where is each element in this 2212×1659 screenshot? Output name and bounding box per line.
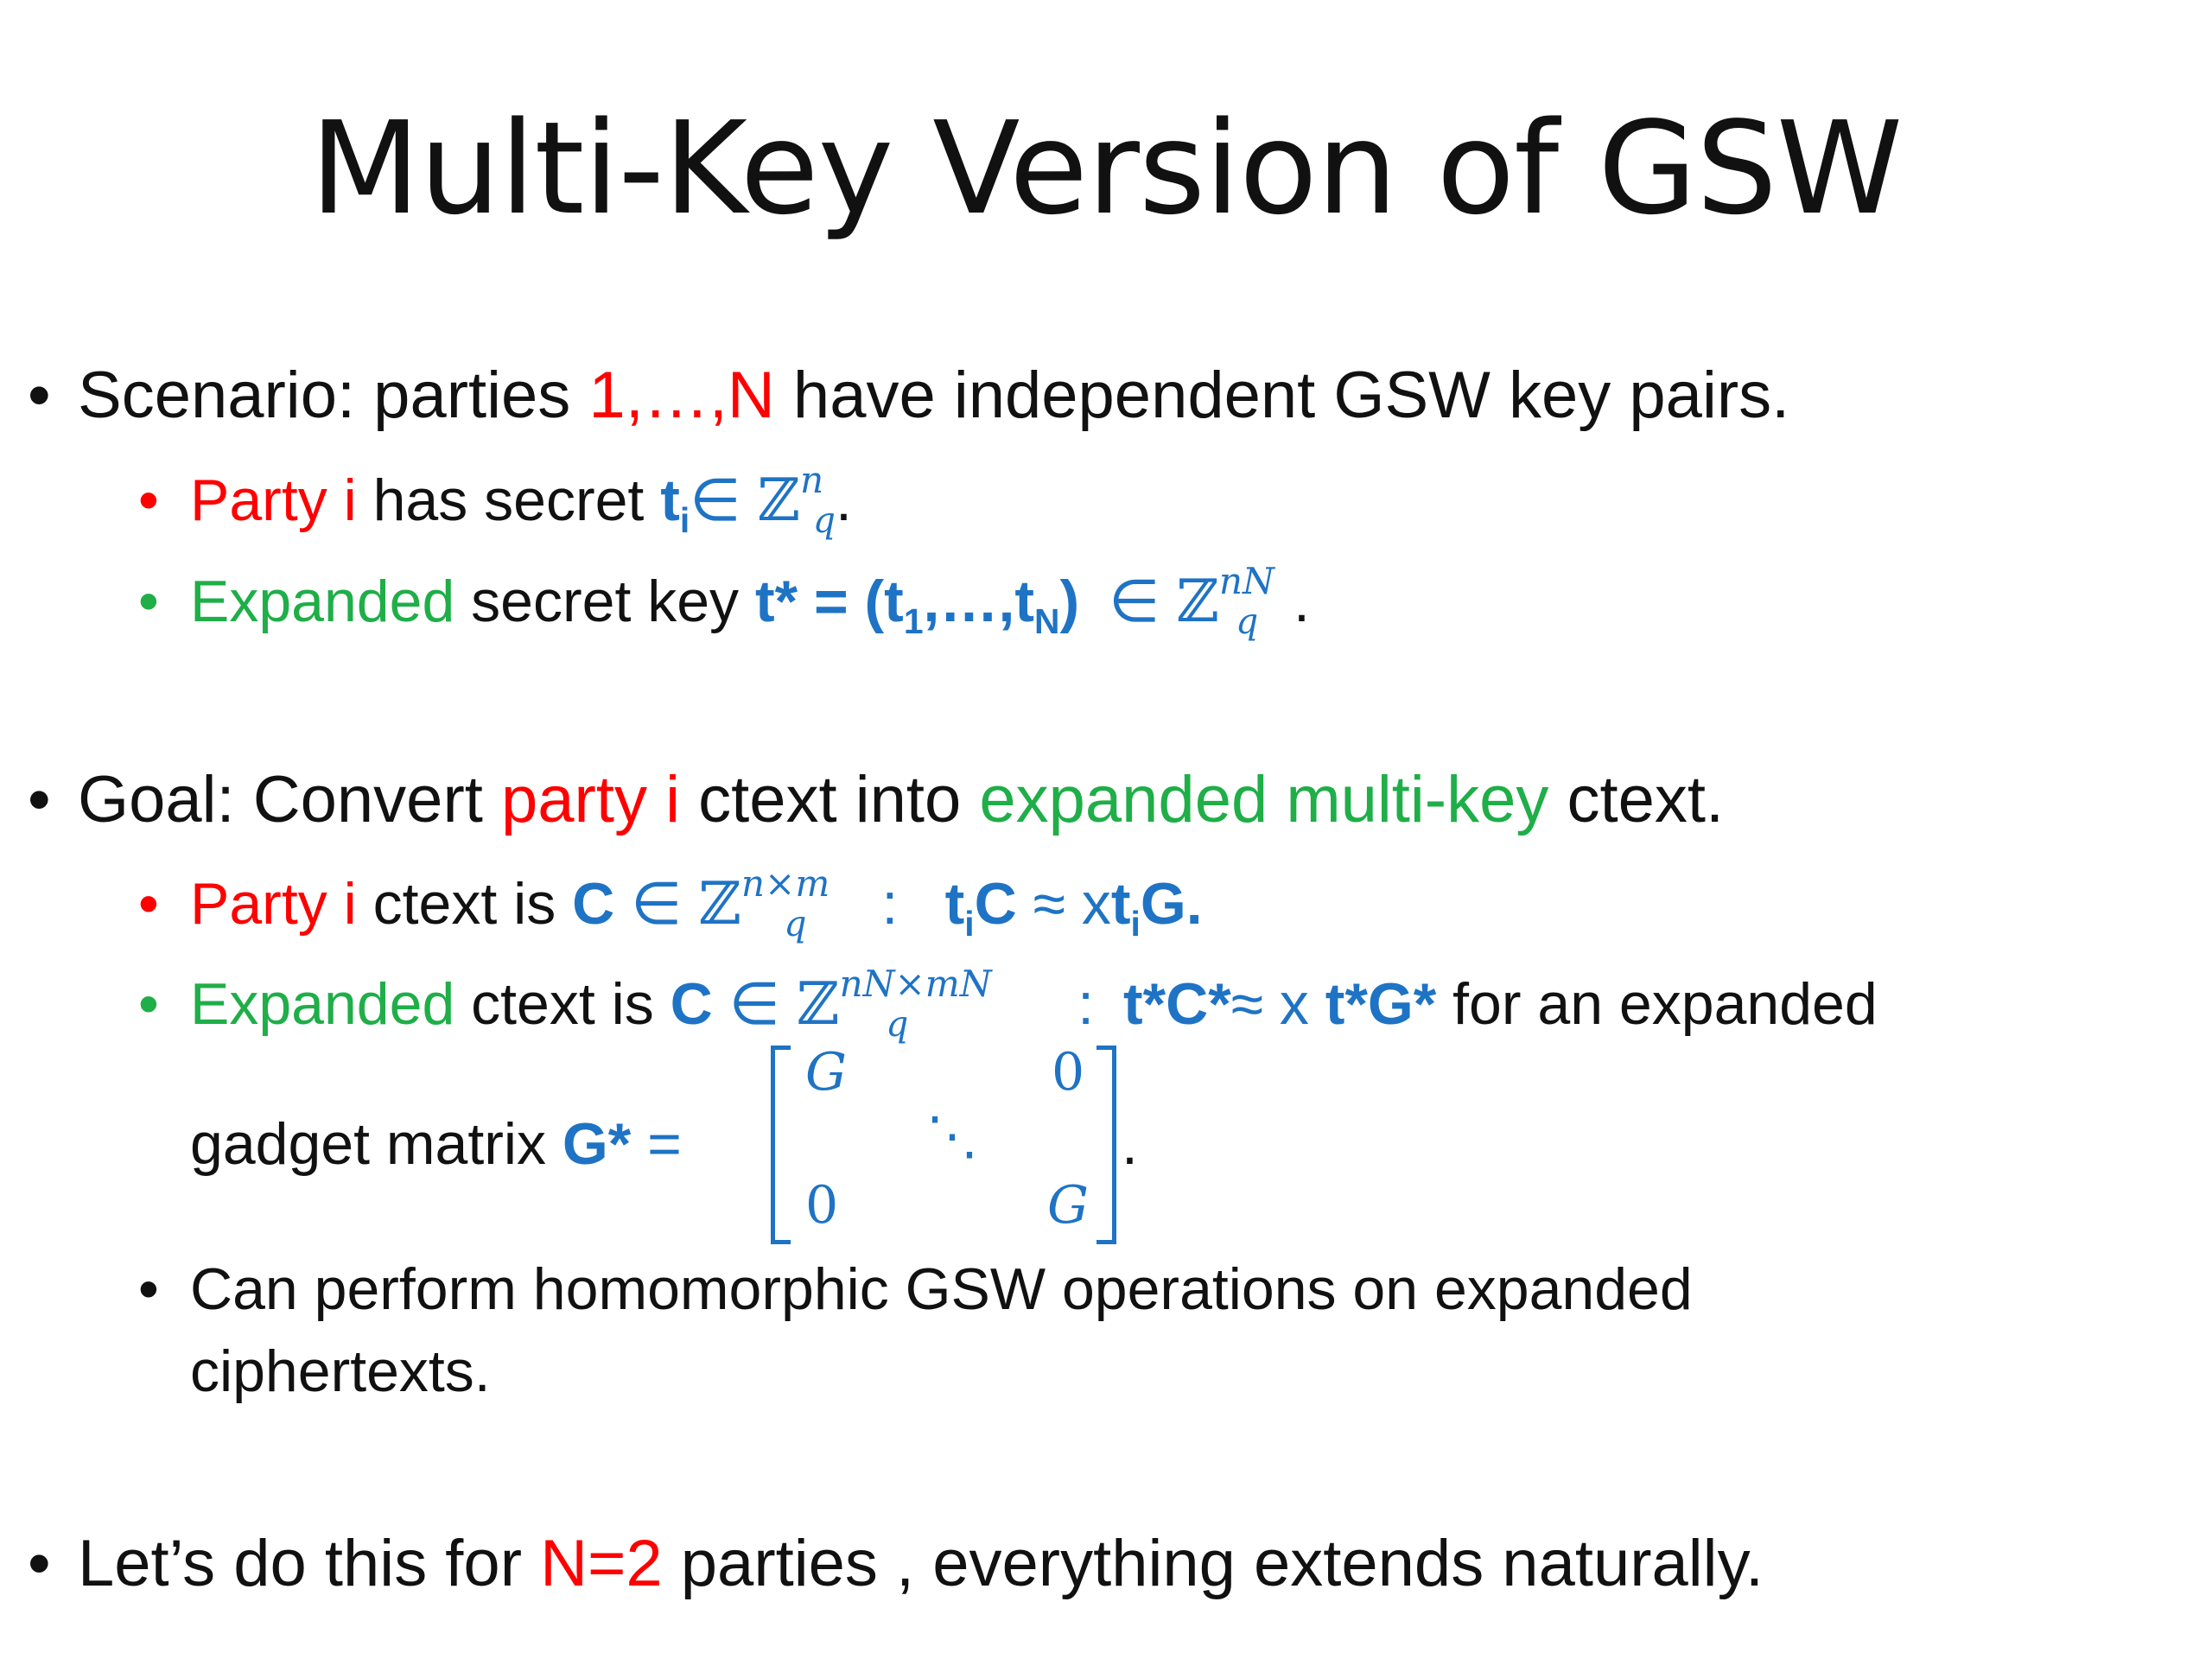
expr-part: ) xyxy=(1059,569,1080,634)
gadget-matrix-line: gadget matrix G* = xyxy=(190,1115,682,1173)
superscript: n×m xyxy=(741,862,830,906)
text-run: Goal: Convert xyxy=(78,763,501,836)
expanded-multikey-label: expanded multi-key xyxy=(979,763,1549,836)
subscript-q: q xyxy=(812,499,836,542)
colon: : xyxy=(1061,971,1094,1037)
bullet-dot: • xyxy=(138,971,159,1037)
bullet-scenario: Scenario: parties 1,…,N have independent… xyxy=(78,363,1789,429)
bullet-dot: • xyxy=(138,1256,159,1322)
subscript: i xyxy=(964,904,975,944)
subscript: N xyxy=(1033,601,1060,642)
text-run: ctext is xyxy=(454,971,671,1037)
party-i-label: Party i xyxy=(190,467,357,533)
integers-z: ℤ xyxy=(757,467,800,535)
ctext-c: C xyxy=(572,871,615,937)
expr-part: C xyxy=(974,871,1017,937)
slide-title: Multi-Key Version of GSW xyxy=(309,94,1903,243)
sub-bullet-homomorphic: Can perform homomorphic GSW operations o… xyxy=(190,1256,1693,1322)
secret-t: t xyxy=(660,467,680,533)
text-run: has secret xyxy=(356,467,661,533)
subscript: 1 xyxy=(903,601,924,642)
text-run: ctext is xyxy=(356,871,573,937)
sub-bullet-homomorphic-cont: ciphertexts. xyxy=(190,1338,491,1404)
matrix-right-bracket xyxy=(1096,1046,1116,1244)
superscript: n xyxy=(800,459,824,502)
colon: : xyxy=(865,871,899,937)
integers-z: ℤ xyxy=(796,970,840,1039)
sub-bullet-party-ctext: Party i ctext is C ∈ ℤn×mq :tiC ≈ xtiG. xyxy=(190,866,1203,942)
bullet-dot: • xyxy=(138,871,159,937)
bullet-dot: • xyxy=(28,1527,51,1600)
n-equals-2: N=2 xyxy=(540,1527,663,1600)
superscript: nN xyxy=(1218,560,1274,603)
matrix-cell: 0 xyxy=(1052,1042,1085,1103)
superscript: nN×mN xyxy=(839,963,992,1006)
equals: = xyxy=(631,1111,682,1177)
matrix-cell: 0 xyxy=(805,1175,839,1236)
text-run: ctext into xyxy=(679,763,980,836)
matrix-diagonal-dots: ⋱ xyxy=(926,1106,978,1166)
parties-range: 1,…,N xyxy=(588,359,775,432)
text-run: secret key xyxy=(454,569,755,634)
expanded-label: Expanded xyxy=(190,971,455,1037)
subscript: i xyxy=(1130,904,1141,944)
bullet-goal: Goal: Convert party i ctext into expande… xyxy=(78,767,1724,833)
gadget-g-star: G* xyxy=(562,1111,632,1177)
party-i-label: Party i xyxy=(190,871,357,937)
sub-bullet-expanded-ctext: Expanded ctext is C ∈ ℤnN×mNq :t*C*≈ x t… xyxy=(190,966,1878,1042)
bullet-dot: • xyxy=(28,359,51,432)
sub-bullet-party-secret: Party i has secret ti∈ ℤnq. xyxy=(190,462,852,538)
integers-z: ℤ xyxy=(698,870,741,938)
expr-part: G. xyxy=(1140,871,1203,937)
element-of: ∈ xyxy=(690,467,758,533)
text-run: . xyxy=(1293,569,1310,634)
text-run: Scenario: parties xyxy=(78,359,589,432)
expr-part: ≈ x xyxy=(1230,971,1325,1037)
expr-part: ,…,t xyxy=(923,569,1034,634)
expr-part: ≈ x xyxy=(1016,871,1111,937)
text-run: have independent GSW key pairs. xyxy=(774,359,1790,432)
ctext-c: C xyxy=(670,971,713,1037)
matrix-cell: G xyxy=(1047,1175,1089,1236)
subscript-q: q xyxy=(1236,601,1259,643)
party-i-label: party i xyxy=(501,763,680,836)
matrix-cell: G xyxy=(805,1042,847,1103)
text-run: . xyxy=(836,467,852,533)
text-run: for an expanded xyxy=(1436,971,1878,1037)
expr-part: t xyxy=(944,871,965,937)
integers-z: ℤ xyxy=(1176,568,1219,636)
bullet-n2: Let’s do this for N=2 parties , everythi… xyxy=(78,1531,1764,1597)
matrix-period: . xyxy=(1122,1111,1138,1177)
bullet-dot: • xyxy=(138,569,159,634)
element-of: ∈ xyxy=(614,871,699,937)
expanded-label: Expanded xyxy=(190,569,455,634)
text-run: gadget matrix xyxy=(190,1111,563,1177)
subscript-q: q xyxy=(784,903,807,945)
bullet-dot: • xyxy=(28,763,51,836)
subscript-i: i xyxy=(679,500,690,541)
expr-part: t*C* xyxy=(1123,971,1231,1037)
element-of: ∈ xyxy=(1109,569,1177,634)
element-of: ∈ xyxy=(712,971,797,1037)
text-run: parties , everything extends naturally. xyxy=(662,1527,1764,1600)
gadget-matrix: G 0 ⋱ 0 G xyxy=(771,1042,1116,1244)
matrix-left-bracket xyxy=(771,1046,791,1244)
bullet-dot: • xyxy=(138,467,159,533)
expanded-key-expr: t* = (t xyxy=(754,569,904,634)
expr-part: t*G* xyxy=(1325,971,1437,1037)
text-run: Let’s do this for xyxy=(78,1527,541,1600)
subscript-q: q xyxy=(886,1003,909,1046)
sub-bullet-expanded-key: Expanded secret key t* = (t1,…,tN)∈ ℤnNq… xyxy=(190,563,1310,639)
expr-part: t xyxy=(1110,871,1131,937)
text-run: ctext. xyxy=(1548,763,1725,836)
